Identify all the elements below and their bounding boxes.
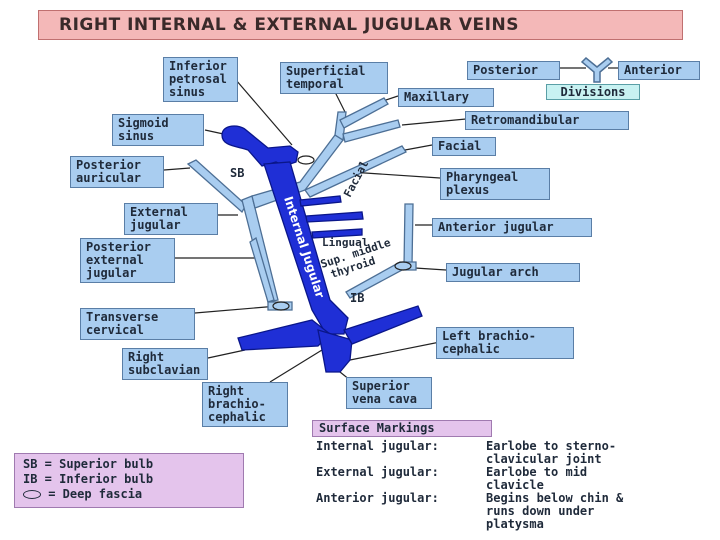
legend-fascia-row: = Deep fascia	[23, 487, 235, 502]
label-inferior-petrosal-sinus: Inferior petrosal sinus	[163, 57, 238, 102]
leader-right-brachiocephalic	[269, 349, 323, 383]
leader-facial	[404, 144, 433, 151]
label-jugular-arch: Jugular arch	[446, 263, 580, 282]
surface-markings-title: Surface Markings	[312, 420, 492, 437]
ib-marker: IB	[350, 291, 364, 305]
lingual-text: Lingual	[322, 236, 368, 249]
sm-val-anterior: Begins below chin & runs down under plat…	[486, 491, 624, 531]
label-retromandibular: Retromandibular	[465, 111, 629, 130]
label-superior-vena-cava: Superior vena cava	[346, 377, 432, 409]
label-right-subclavian: Right subclavian	[122, 348, 208, 380]
legend-ib: IB = Inferior bulb	[23, 472, 154, 486]
page-title: RIGHT INTERNAL & EXTERNAL JUGULAR VEINS	[38, 10, 683, 40]
sm-key-external: External jugular:	[316, 465, 439, 479]
divisions-y-icon	[580, 56, 614, 83]
label-pharyngeal-plexus: Pharyngeal plexus	[440, 168, 550, 200]
label-posterior-division: Posterior	[467, 61, 560, 80]
label-facial: Facial	[432, 137, 496, 156]
label-right-brachiocephalic: Right brachio- cephalic	[202, 382, 288, 427]
sm-val-internal: Earlobe to sterno- clavicular joint	[486, 439, 617, 466]
leader-jugular-arch	[414, 267, 447, 271]
sm-key-internal: Internal jugular:	[316, 439, 439, 453]
leader-right-subclavian	[207, 349, 246, 359]
leader-left-brachiocephalic	[349, 341, 441, 361]
sb-marker: SB	[230, 166, 244, 180]
label-sigmoid-sinus: Sigmoid sinus	[112, 114, 204, 146]
label-anterior-jugular: Anterior jugular	[432, 218, 592, 237]
leader-lines	[163, 67, 618, 385]
leader-pharyngeal	[349, 171, 441, 179]
leader-posterior-auricular	[163, 167, 191, 171]
legend-sb: SB = Superior bulb	[23, 457, 154, 471]
sm-key-anterior: Anterior jugular:	[316, 491, 439, 505]
label-maxillary: Maxillary	[398, 88, 494, 107]
deep-fascia-markers	[272, 155, 412, 311]
sm-val-external: Earlobe to mid clavicle	[486, 465, 588, 492]
fascia-oval-arch	[394, 261, 412, 271]
label-left-brachiocephalic: Left brachio- cephalic	[436, 327, 574, 359]
internal-jugular-vein	[221, 125, 423, 373]
label-transverse-cervical: Transverse cervical	[80, 308, 195, 340]
deep-fascia-oval-icon	[23, 490, 41, 499]
label-posterior-auricular: Posterior auricular	[70, 156, 164, 188]
leader-retromandibular	[401, 118, 467, 126]
label-superficial-temporal: Superficial temporal	[280, 62, 388, 94]
legend: SB = Superior bulb IB = Inferior bulb = …	[14, 453, 244, 508]
leader-inferior-petrosal	[235, 79, 293, 146]
fascia-oval-lower	[272, 301, 290, 311]
label-external-jugular: External jugular	[124, 203, 218, 235]
divisions-caption: Divisions	[546, 84, 640, 100]
fascia-oval-upper	[297, 155, 315, 165]
label-posterior-external-jugular: Posterior external jugular	[80, 238, 175, 283]
legend-fascia: = Deep fascia	[48, 487, 143, 501]
label-anterior-division: Anterior	[618, 61, 700, 80]
